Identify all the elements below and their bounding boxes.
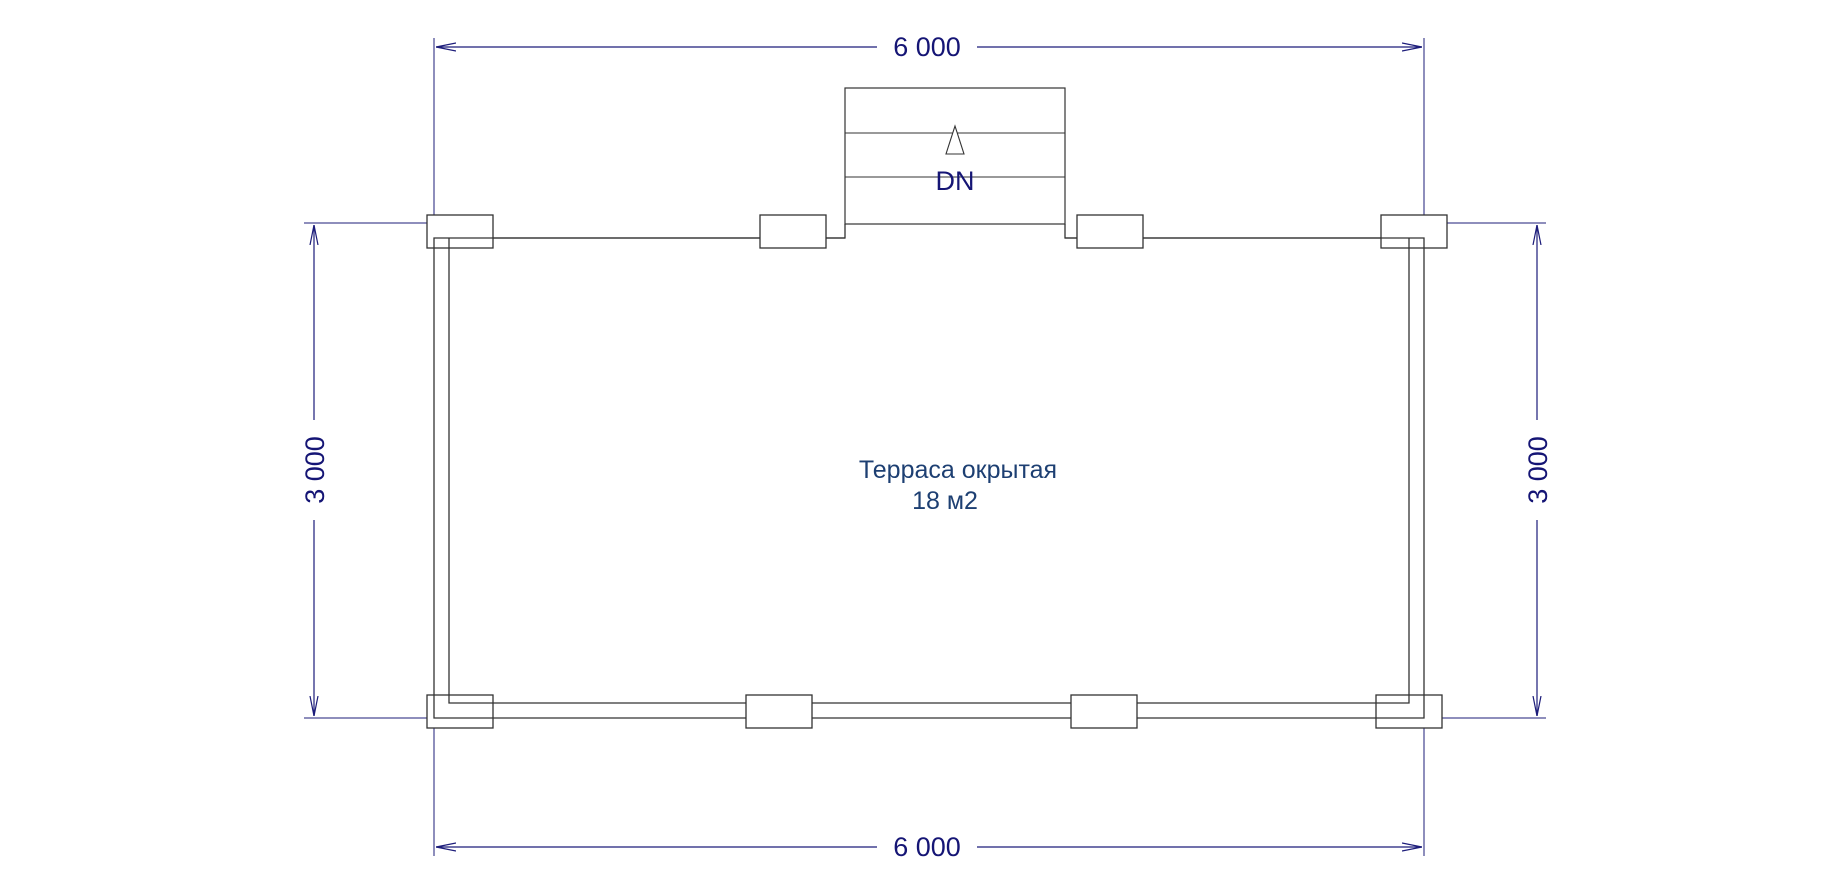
stair-outline [844,87,1066,225]
stair-direction-label: DN [936,166,975,196]
post-bottom-2 [745,694,813,729]
stair-direction-arrow-icon [945,124,965,155]
dimension-bottom: 6 000 [436,832,1422,862]
terrace-inner-edge [448,237,1410,704]
post-top-right [1380,214,1448,249]
posts [426,214,1448,729]
room-area: 18 м2 [912,487,978,515]
room-name: Терраса окрытая [859,456,1057,484]
post-top-3 [1076,214,1144,249]
corner-lines [433,237,1425,719]
post-top-2 [759,214,827,249]
dimension-right-label: 3 000 [1523,436,1553,504]
dimension-left-label: 3 000 [300,436,330,504]
dimension-bottom-label: 6 000 [893,832,961,862]
post-top-left [426,214,494,249]
dimension-top: 6 000 [436,32,1422,62]
stair: DN [844,87,1066,225]
post-bottom-left [426,694,494,729]
post-bottom-3 [1070,694,1138,729]
dimension-top-label: 6 000 [893,32,961,62]
room-label: Терраса окрытая 18 м2 [859,456,1057,515]
dimension-right: 3 000 [1523,225,1553,716]
dimension-left: 3 000 [300,225,330,716]
